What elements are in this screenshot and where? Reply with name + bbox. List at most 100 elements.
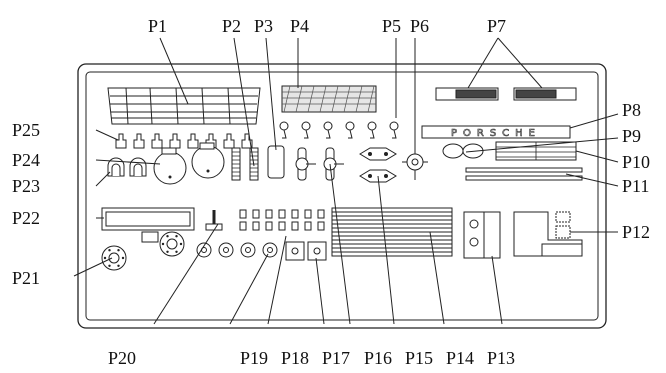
wheel-bolt bbox=[175, 250, 178, 253]
part-p8-badge: PORSCHE bbox=[421, 125, 571, 139]
leader-lines bbox=[73, 37, 619, 325]
part-p22-panel bbox=[101, 207, 195, 243]
label-p16: P16 bbox=[364, 348, 392, 368]
hook-stem bbox=[282, 129, 287, 139]
label-p2: P2 bbox=[222, 16, 241, 36]
small-part bbox=[239, 209, 247, 219]
hook-part bbox=[279, 121, 289, 131]
small-part bbox=[291, 221, 299, 231]
part-p16-mirrors bbox=[295, 147, 344, 181]
hub-inner bbox=[223, 247, 229, 253]
label-p1: P1 bbox=[148, 16, 167, 36]
hub-inner bbox=[267, 247, 273, 253]
label-p15: P15 bbox=[405, 348, 433, 368]
wheel-bolt bbox=[179, 242, 183, 246]
part-p6-cross-piece bbox=[402, 88, 428, 180]
wheel-hub bbox=[108, 252, 120, 264]
wheel-bolt bbox=[121, 256, 125, 260]
part-p18-small-parts bbox=[239, 209, 325, 231]
part-p7-light-strips bbox=[435, 87, 577, 101]
wheel-bolt bbox=[161, 242, 165, 246]
part-p10-vent-strip bbox=[495, 141, 577, 161]
clip-part bbox=[115, 133, 127, 149]
hook-part bbox=[345, 121, 355, 131]
hook-stem bbox=[326, 129, 331, 139]
wheel-bolt bbox=[166, 250, 169, 253]
wheel-bolt bbox=[108, 264, 111, 267]
label-p20: P20 bbox=[108, 348, 136, 368]
small-part bbox=[252, 209, 260, 219]
label-p8: P8 bbox=[622, 100, 641, 120]
small-part bbox=[291, 209, 299, 219]
label-p25: P25 bbox=[12, 120, 40, 140]
label-p14: P14 bbox=[446, 348, 474, 368]
clip-part bbox=[133, 133, 145, 149]
wheel-bolt bbox=[103, 256, 107, 260]
hook-stem bbox=[370, 129, 375, 139]
part-p20-pin bbox=[205, 210, 223, 231]
hook-stem bbox=[348, 129, 353, 139]
part-p12-bracket bbox=[513, 211, 583, 257]
part-p19-hubs bbox=[196, 242, 278, 258]
part-p17-plates bbox=[285, 241, 327, 261]
clip-part bbox=[151, 133, 163, 149]
part-p13-bracket bbox=[463, 211, 501, 259]
small-part bbox=[265, 209, 273, 219]
label-p12: P12 bbox=[622, 222, 650, 242]
part-p24-round-covers bbox=[153, 142, 225, 185]
part-p3-block bbox=[267, 145, 285, 179]
label-p10: P10 bbox=[622, 152, 650, 172]
hook-part bbox=[301, 121, 311, 131]
label-p17: P17 bbox=[322, 348, 350, 368]
hook-part bbox=[367, 121, 377, 131]
small-part bbox=[304, 221, 312, 231]
wheel-bolt bbox=[175, 235, 178, 238]
wheel-bolt bbox=[117, 249, 120, 252]
part-labels: P1 P2 P3 P4 P5 P6 P7 P8 P9 P10 P11 P12 P… bbox=[12, 16, 650, 368]
hook-part bbox=[389, 121, 399, 131]
label-p7: P7 bbox=[487, 16, 506, 36]
sprue-sheet-inner bbox=[85, 71, 599, 321]
badge-text: PORSCHE bbox=[451, 128, 541, 139]
small-part bbox=[304, 209, 312, 219]
hub-inner bbox=[245, 247, 251, 253]
label-p6: P6 bbox=[410, 16, 429, 36]
label-p4: P4 bbox=[290, 16, 309, 36]
small-part bbox=[317, 209, 325, 219]
small-part bbox=[239, 221, 247, 231]
clip-part bbox=[187, 133, 199, 149]
wheel-bolt bbox=[117, 264, 120, 267]
part-p21-wheels bbox=[101, 231, 185, 271]
small-part bbox=[265, 221, 273, 231]
part-p4-mesh-panel bbox=[281, 85, 377, 113]
label-p9: P9 bbox=[622, 126, 641, 146]
small-part bbox=[278, 221, 286, 231]
label-p5: P5 bbox=[382, 16, 401, 36]
label-p11: P11 bbox=[622, 176, 649, 196]
clip-part bbox=[223, 133, 235, 149]
wheel-bolt bbox=[166, 235, 169, 238]
label-p13: P13 bbox=[487, 348, 515, 368]
part-p5-hooks bbox=[279, 121, 399, 139]
hook-stem bbox=[304, 129, 309, 139]
label-p23: P23 bbox=[12, 176, 40, 196]
part-p11-rails bbox=[465, 167, 583, 181]
label-p18: P18 bbox=[281, 348, 309, 368]
part-p1-grille bbox=[107, 87, 261, 125]
wheel-bolt bbox=[108, 249, 111, 252]
part-p25-clips bbox=[115, 133, 253, 149]
part-p9-lenses bbox=[442, 143, 484, 159]
clip-part bbox=[169, 133, 181, 149]
hook-part bbox=[323, 121, 333, 131]
label-p22: P22 bbox=[12, 208, 40, 228]
label-p3: P3 bbox=[254, 16, 273, 36]
part-p14-large-grille bbox=[331, 207, 453, 257]
label-p24: P24 bbox=[12, 150, 40, 170]
label-p21: P21 bbox=[12, 268, 40, 288]
small-part bbox=[252, 221, 260, 231]
sprue-sheet-outer bbox=[77, 63, 607, 329]
wheel-hub bbox=[166, 238, 178, 250]
label-p19: P19 bbox=[240, 348, 268, 368]
small-part bbox=[317, 221, 325, 231]
